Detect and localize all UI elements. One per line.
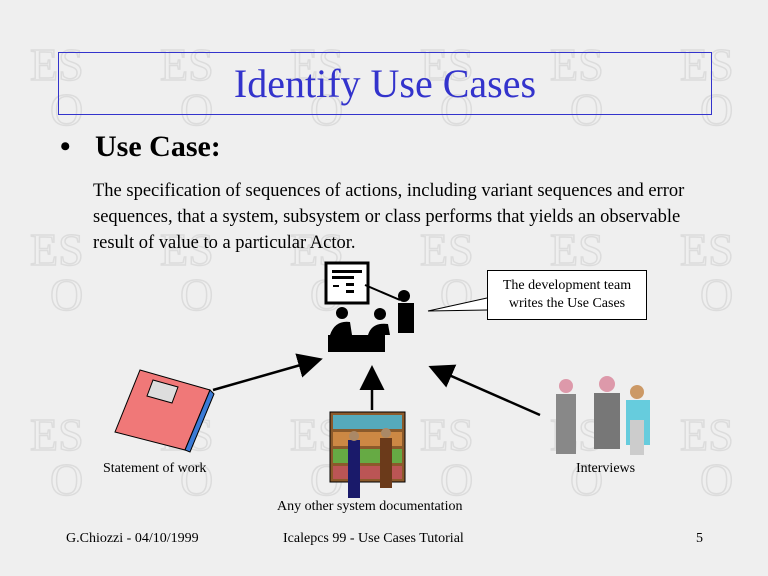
book-icon <box>114 369 215 453</box>
svg-text:ES: ES <box>160 39 214 90</box>
svg-text:O: O <box>180 454 213 505</box>
footer-event: Icalepcs 99 - Use Cases Tutorial <box>283 531 464 546</box>
svg-text:ES: ES <box>680 39 734 90</box>
svg-text:O: O <box>440 84 473 135</box>
svg-text:ES: ES <box>30 39 84 90</box>
svg-text:ES: ES <box>550 39 604 90</box>
callout-pointer <box>427 297 488 312</box>
svg-text:O: O <box>570 84 603 135</box>
svg-text:O: O <box>440 269 473 320</box>
bookshelf-icon <box>329 411 406 498</box>
svg-text:O: O <box>180 269 213 320</box>
svg-text:ES: ES <box>420 224 474 275</box>
svg-text:O: O <box>50 269 83 320</box>
svg-text:ES: ES <box>30 224 84 275</box>
svg-text:ES: ES <box>680 409 734 460</box>
svg-text:O: O <box>570 454 603 505</box>
svg-text:O: O <box>700 84 733 135</box>
label-interviews: Interviews <box>576 461 636 476</box>
svg-text:ES: ES <box>420 409 474 460</box>
svg-text:ES: ES <box>420 39 474 90</box>
title-box: Identify Use Cases <box>58 52 712 115</box>
arrow-interviews <box>428 364 541 417</box>
definition-text: The specification of sequences of action… <box>93 181 685 253</box>
bullet-marker: • <box>60 130 71 163</box>
svg-text:O: O <box>50 84 83 135</box>
bullet-heading: Use Case: <box>95 130 221 163</box>
development-team-icon <box>324 261 414 352</box>
svg-text:O: O <box>310 84 343 135</box>
page-number: 5 <box>696 531 703 546</box>
svg-text:ES: ES <box>680 224 734 275</box>
interview-people-icon <box>556 376 650 455</box>
footer-author-date: G.Chiozzi - 04/10/1999 <box>66 531 199 546</box>
svg-text:O: O <box>700 269 733 320</box>
svg-text:ES: ES <box>160 224 214 275</box>
svg-text:ES: ES <box>290 39 344 90</box>
label-system-documentation: Any other system documentation <box>277 499 463 514</box>
arrow-statement <box>212 353 323 392</box>
svg-text:ES: ES <box>30 409 84 460</box>
svg-text:O: O <box>440 454 473 505</box>
label-statement-of-work: Statement of work <box>103 461 207 476</box>
svg-text:O: O <box>700 454 733 505</box>
slide-title: Identify Use Cases <box>233 61 537 106</box>
svg-text:O: O <box>50 454 83 505</box>
svg-text:ES: ES <box>550 224 604 275</box>
callout-box: The development team writes the Use Case… <box>487 270 647 320</box>
svg-text:O: O <box>180 84 213 135</box>
